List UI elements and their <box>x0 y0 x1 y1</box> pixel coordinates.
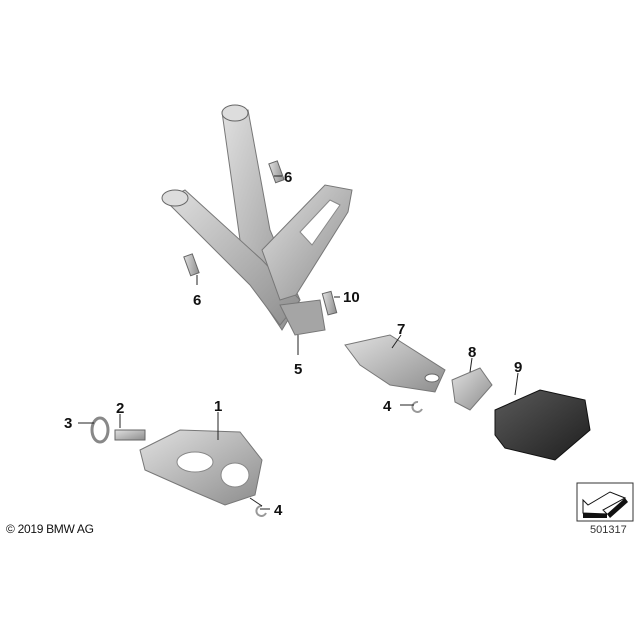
callout-4-lower: 4 <box>274 502 283 519</box>
bolt-6-upper <box>268 160 285 184</box>
callout-8: 8 <box>468 344 476 361</box>
circlip-4-upper <box>411 401 423 413</box>
callout-4-upper: 4 <box>383 398 392 415</box>
clip-8 <box>451 367 493 411</box>
circlip-4-lower <box>255 505 267 517</box>
callout-3: 3 <box>64 415 72 432</box>
callout-1: 1 <box>214 398 222 415</box>
orientation-arrow-icon <box>576 482 634 522</box>
callout-6-upper: 6 <box>284 169 292 186</box>
callout-10: 10 <box>343 289 360 306</box>
rubber-pad <box>494 389 591 461</box>
spring-3 <box>90 416 110 444</box>
callout-5: 5 <box>294 361 302 378</box>
bolt-6-lower <box>183 253 200 277</box>
pin-2 <box>114 429 146 441</box>
callout-9: 9 <box>514 359 522 376</box>
bolt-10 <box>321 290 338 316</box>
leader-lines <box>78 175 519 510</box>
footrest-bracket <box>161 104 353 336</box>
diagram-number: 501317 <box>590 524 627 536</box>
copyright-notice: © 2019 BMW AG <box>6 522 94 536</box>
footpeg <box>139 429 263 506</box>
callout-2: 2 <box>116 400 124 417</box>
callout-7: 7 <box>397 321 405 338</box>
adapter-plate <box>344 334 446 393</box>
callout-6-lower: 6 <box>193 292 201 309</box>
